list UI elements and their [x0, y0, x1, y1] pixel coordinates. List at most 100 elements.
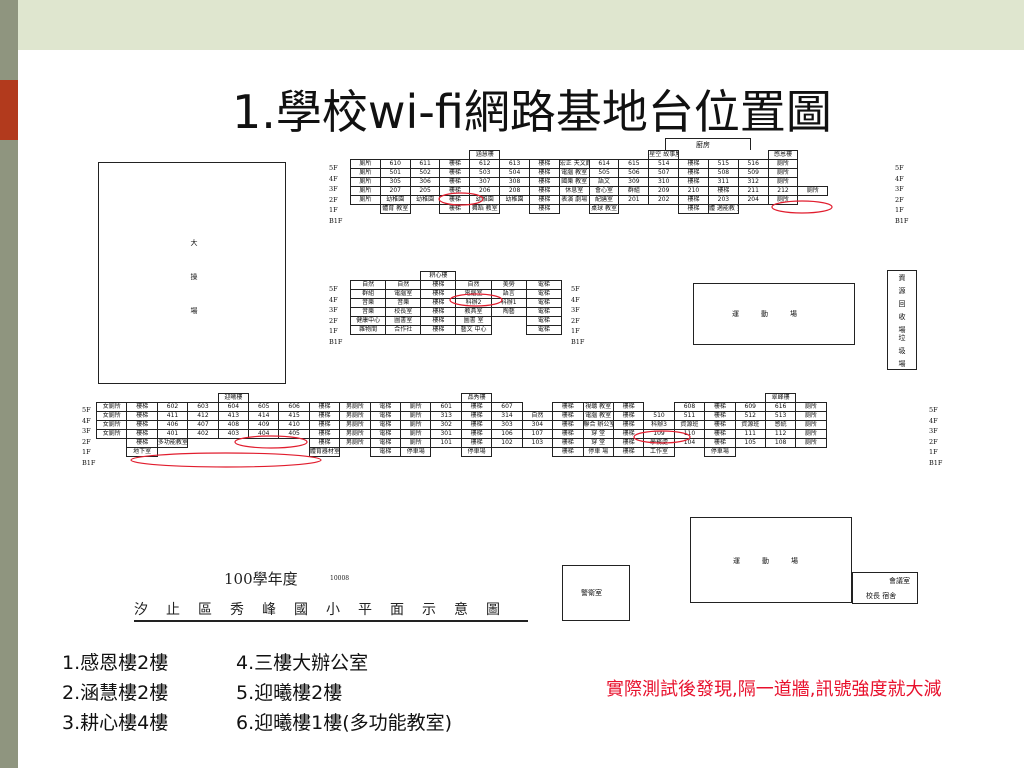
room-cell: 樓梯: [308, 438, 341, 448]
room-cell: 樓梯: [704, 429, 736, 439]
field-lower-label: 運動場: [733, 557, 820, 565]
room-cell: 樓梯: [126, 420, 158, 430]
room-cell: [380, 151, 410, 160]
playground-box: [98, 162, 286, 384]
room-cell: [401, 394, 431, 403]
room-cell: [522, 448, 552, 457]
room-cell: 111: [734, 429, 766, 439]
room-cell: 藝文 中心: [455, 325, 492, 335]
room-cell: [644, 394, 674, 403]
room-cell: [553, 394, 583, 403]
room-cell: 樓梯: [704, 411, 736, 421]
room-cell: 104: [673, 438, 706, 448]
room-cell: 樓梯: [678, 168, 709, 178]
room-cell: 樓梯: [439, 177, 471, 187]
floor-label: 2F: [329, 195, 338, 204]
recycle-label: 資源回收場: [898, 274, 906, 334]
room-cell: [559, 205, 589, 214]
room-cell: 自然: [349, 280, 387, 290]
room-cell: 美勞: [490, 280, 527, 290]
room-cell: 樓梯: [528, 186, 560, 196]
room-cell: 電梯: [369, 420, 402, 430]
room-cell: 樓梯: [704, 402, 736, 412]
room-cell: [796, 448, 826, 457]
room-cell: 女廁所: [95, 429, 128, 439]
room-cell: 樓梯: [460, 411, 493, 421]
room-cell: 511: [673, 411, 706, 421]
room-cell: 513: [764, 411, 797, 421]
room-cell: 穿 堂: [582, 438, 614, 448]
room-cell: [431, 448, 461, 457]
room-cell: [674, 394, 704, 403]
floor-label: 4F: [929, 416, 938, 425]
room-cell: 多功能教室: [156, 438, 189, 448]
room-cell: 休息室: [558, 186, 590, 196]
room-cell: [491, 326, 526, 335]
floor-label: 4F: [82, 416, 91, 425]
room-cell: 403: [217, 429, 250, 439]
room-cell: 103: [521, 438, 554, 448]
room-cell: 樓梯: [612, 438, 645, 448]
kitchen-label: 廚房: [696, 141, 710, 149]
room-cell: 樓梯: [420, 325, 457, 335]
room-cell: 201: [618, 195, 650, 205]
room-cell: [249, 448, 279, 457]
floor-label: 3F: [329, 185, 338, 194]
room-cell: 男廁所: [339, 438, 371, 448]
room-cell: 106: [491, 429, 523, 439]
guard-label: 警衛室: [581, 589, 602, 597]
room-cell: 105: [734, 438, 766, 448]
room-cell: 404: [248, 429, 280, 439]
room-cell: 402: [187, 429, 219, 439]
table-row: 耕心樓: [351, 271, 562, 281]
room-cell: 樓梯: [678, 159, 709, 169]
room-cell: 廁所: [350, 177, 381, 187]
room-cell: 樓梯: [612, 411, 645, 421]
room-cell: [522, 394, 552, 403]
room-cell: [644, 403, 674, 412]
room-cell: [619, 151, 649, 160]
table-row: 雜物間合作社樓梯藝文 中心電梯: [349, 325, 563, 335]
room-cell: 樓梯: [308, 420, 341, 430]
room-cell: 101: [430, 438, 462, 448]
room-cell: 203: [707, 195, 739, 205]
room-cell: 409: [248, 420, 280, 430]
room-cell: [157, 448, 187, 457]
room-cell: 109: [643, 429, 675, 439]
room-cell: 樓梯: [460, 420, 493, 430]
room-cell: 樓梯: [612, 447, 645, 457]
room-cell: 女廁所: [95, 402, 128, 412]
room-cell: 男廁所: [339, 411, 371, 421]
room-cell: [735, 394, 765, 403]
floor-label: B1F: [329, 217, 343, 225]
room-cell: 308: [499, 177, 530, 187]
room-cell: [127, 394, 157, 403]
room-cell: 廁所: [795, 429, 827, 439]
room-cell: 停車場: [460, 447, 493, 457]
room-cell: 圖書室: [385, 316, 422, 326]
remark-text: 實際測試後發現,隔一道牆,訊號強度就大減: [606, 679, 942, 700]
room-cell: 廁所: [400, 429, 432, 439]
floor-label: 3F: [895, 185, 904, 194]
room-cell: 電梯: [369, 402, 402, 412]
room-cell: [796, 394, 826, 403]
room-cell: [456, 272, 491, 281]
room-cell: 107: [521, 429, 554, 439]
floor-label: 3F: [929, 427, 938, 436]
room-cell: 503: [469, 168, 501, 178]
room-cell: 603: [187, 402, 219, 412]
room-cell: 615: [618, 159, 650, 169]
room-cell: 樓梯: [612, 420, 645, 430]
floor-label: 3F: [571, 306, 580, 315]
room-cell: [529, 151, 559, 160]
room-cell: [97, 394, 127, 403]
floor-label: 2F: [929, 437, 938, 446]
room-cell: [249, 394, 279, 403]
floor-label: 4F: [571, 295, 580, 304]
floor-label: 1F: [329, 327, 338, 336]
room-cell: 自然: [385, 280, 422, 290]
